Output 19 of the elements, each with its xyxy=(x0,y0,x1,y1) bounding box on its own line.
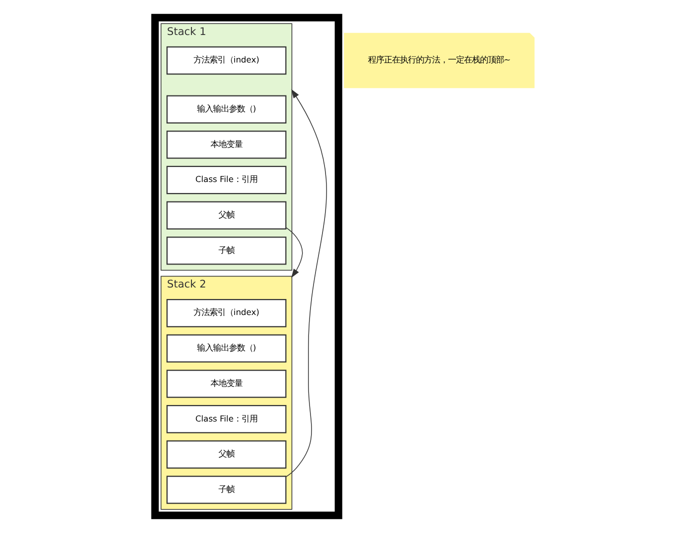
node-box: 方法索引（index) xyxy=(166,46,286,75)
cluster xyxy=(160,276,292,510)
node-box: 子帧 xyxy=(166,236,286,265)
node-label: Stack 1 xyxy=(166,26,206,38)
node-box: 输入输出参数（) xyxy=(166,95,286,124)
node-box: Class File：引用 xyxy=(166,405,286,434)
node-box: 本地变量 xyxy=(166,370,286,398)
node-box: 父帧 xyxy=(166,201,286,230)
node-box: 输入输出参数（) xyxy=(166,334,286,363)
node-box: 子帧 xyxy=(166,476,286,504)
node-box: 方法索引（index) xyxy=(166,299,286,328)
cluster xyxy=(160,23,292,271)
node-label: Stack 2 xyxy=(166,278,206,291)
node-box: 父帧 xyxy=(166,440,286,469)
arrow xyxy=(285,89,326,478)
node-box: 本地变量 xyxy=(166,130,286,159)
node-box: Class File：引用 xyxy=(166,166,286,194)
cluster xyxy=(150,14,342,520)
arrow xyxy=(285,227,302,278)
